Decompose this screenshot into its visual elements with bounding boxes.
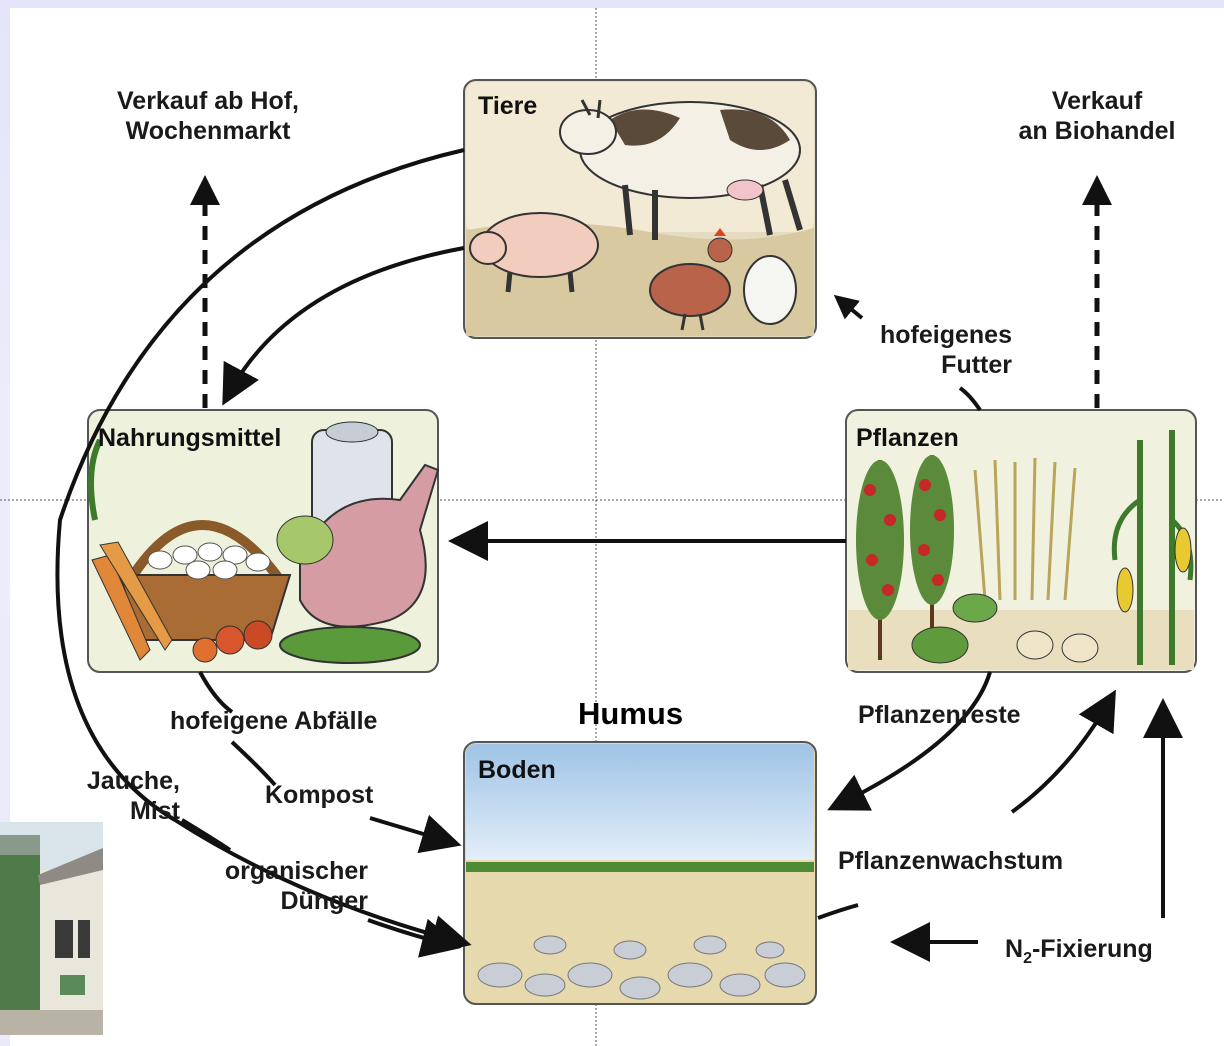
label-futter-line1: hofeigenes: [830, 320, 1012, 350]
panel-title-pflanzen: Pflanzen: [856, 424, 959, 453]
humus-heading: Humus: [578, 696, 683, 732]
label-pflanzenwachstum: Pflanzenwachstum: [838, 846, 1063, 876]
label-verkauf-hof-line2: Wochenmarkt: [72, 116, 344, 146]
label-verkauf-hof: Verkauf ab Hof, Wochenmarkt: [72, 86, 344, 146]
label-duenger-line1: organischer: [180, 856, 368, 886]
label-duenger-line2: Dünger: [180, 886, 368, 916]
futter-connector: [960, 388, 980, 410]
label-futter-line2: Futter: [830, 350, 1012, 380]
panel-title-tiere: Tiere: [478, 92, 537, 121]
label-n2-fixierung: N2-Fixierung: [1005, 934, 1153, 968]
arrow-futter-to-tiere: [840, 300, 862, 318]
n2-prefix: N: [1005, 935, 1023, 963]
lettuce-icon: [277, 516, 333, 564]
arrow-kompost-to-boden: [370, 818, 450, 842]
label-verkauf-hof-line1: Verkauf ab Hof,: [72, 86, 344, 116]
label-organischer-duenger: organischer Dünger: [180, 856, 368, 916]
boden-side-connector: [818, 905, 858, 918]
label-jauche-line2: Mist: [40, 796, 180, 826]
mist-to-duenger-connector: [182, 820, 230, 850]
label-jauche-mist: Jauche, Mist: [40, 766, 180, 826]
label-jauche-line1: Jauche,: [40, 766, 180, 796]
label-kompost: Kompost: [265, 780, 373, 810]
label-pflanzenreste: Pflanzenreste: [858, 700, 1021, 730]
n2-suffix: -Fixierung: [1032, 935, 1153, 963]
arrow-duenger-to-boden: [368, 920, 450, 945]
abfaelle-to-kompost-connector: [232, 742, 275, 785]
panel-title-boden: Boden: [478, 756, 556, 785]
arrow-pflanzenreste-to-boden: [838, 672, 990, 805]
panel-title-nahrungsmittel: Nahrungsmittel: [98, 424, 281, 453]
label-verkauf-bio: Verkauf an Biohandel: [990, 86, 1204, 146]
n2-subscript: 2: [1023, 950, 1032, 967]
farm-photo: [0, 822, 103, 1035]
cucumber-icon: [280, 627, 420, 663]
arrow-tiere-to-nahrung: [228, 248, 464, 395]
label-verkauf-bio-line1: Verkauf: [990, 86, 1204, 116]
arrow-pflanzenwachstum: [1012, 700, 1110, 812]
label-hofeigenes-futter: hofeigenes Futter: [830, 320, 1012, 380]
label-hofeigene-abfaelle: hofeigene Abfälle: [170, 706, 377, 736]
label-verkauf-bio-line2: an Biohandel: [990, 116, 1204, 146]
